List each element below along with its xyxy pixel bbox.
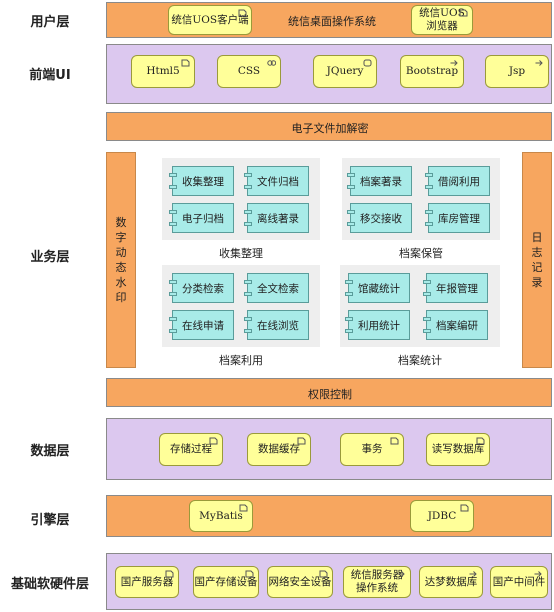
arrow-icon (450, 60, 458, 66)
frontend-item-html5: Html5 (131, 55, 195, 88)
frontend-item-jquery: JQuery (313, 55, 377, 88)
log-bar-label: 日志记录 (531, 231, 543, 289)
artifact-icon (390, 437, 399, 445)
interface-icon (267, 60, 276, 66)
data-item-rw-database: 读写数据库 (426, 433, 490, 466)
frontend-layer-band: Html5 CSS JQuery Bootstrap Jsp (106, 44, 552, 104)
group-collect: 收集整理 文件归档 电子归档 离线著录 (162, 158, 320, 240)
engine-item-mybatis: MyBatis (189, 500, 253, 532)
component-box: 库房管理 (425, 203, 490, 233)
component-box: 移交接收 (347, 203, 412, 233)
component-box: 离线著录 (244, 203, 309, 233)
user-item-uos-browser: 统信UOS 浏览器 (411, 5, 473, 35)
permission-bar-label: 权限控制 (308, 388, 352, 401)
layer-label-engine: 引擎层 (30, 513, 70, 528)
watermark-bar-label: 数字动态水印 (115, 216, 127, 304)
frontend-item-bootstrap: Bootstrap (400, 55, 464, 88)
component-box: 档案著录 (347, 166, 412, 196)
arrow-icon (535, 60, 543, 66)
component-box: 电子归档 (169, 203, 234, 233)
arrow-icon (469, 571, 477, 577)
component-box: 利用统计 (345, 310, 410, 340)
artifact-icon (297, 437, 306, 445)
layer-label-frontend: 前端UI (29, 68, 71, 83)
data-item-transaction: 事务 (340, 433, 404, 466)
component-box: 收集整理 (169, 166, 234, 196)
engine-item-jdbc: JDBC (410, 500, 474, 532)
group-label-statistics: 档案统计 (398, 354, 442, 367)
data-layer-band: 存储过程 数据缓存 事务 读写数据库 (106, 418, 552, 480)
group-storage: 档案著录 借阅利用 移交接收 库房管理 (342, 158, 500, 240)
hardware-item-storage: 国产存储设备 (193, 566, 259, 598)
component-box: 文件归档 (244, 166, 309, 196)
artifact-icon (181, 59, 190, 67)
group-label-collect: 收集整理 (219, 247, 263, 260)
hardware-layer-band: 国产服务器 国产存储设备 网络安全设备 统信服务器 操作系统 达梦数据库 国产中… (106, 553, 552, 610)
permission-bar: 权限控制 (106, 378, 552, 407)
layer-label-user: 用户层 (30, 15, 70, 30)
arrow-icon (397, 571, 405, 577)
artifact-icon (239, 504, 248, 512)
frontend-item-css: CSS (217, 55, 281, 88)
component-box: 分类检索 (169, 273, 234, 303)
component-box: 年报管理 (423, 273, 488, 303)
hardware-item-middleware: 国产中间件 (490, 566, 548, 598)
arrow-icon (534, 571, 542, 577)
component-box: 档案编研 (423, 310, 488, 340)
group-statistics: 馆藏统计 年报管理 利用统计 档案编研 (340, 265, 500, 347)
user-layer-band: 统信桌面操作系统 统信UOS客户端 统信UOS 浏览器 (106, 2, 552, 38)
component-box: 在线浏览 (244, 310, 309, 340)
component-box: 馆藏统计 (345, 273, 410, 303)
component-box: 在线申请 (169, 310, 234, 340)
group-label-utilize: 档案利用 (219, 354, 263, 367)
artifact-icon (238, 9, 247, 17)
layer-label-hardware: 基础软硬件层 (10, 577, 89, 592)
component-box: 借阅利用 (425, 166, 490, 196)
artifact-icon (459, 9, 468, 17)
log-bar: 日志记录 (522, 152, 552, 368)
hardware-item-uos-server-os: 统信服务器 操作系统 (343, 566, 411, 598)
data-item-cache: 数据缓存 (247, 433, 311, 466)
component-box: 全文检索 (244, 273, 309, 303)
layer-label-business: 业务层 (30, 250, 70, 265)
artifact-icon (209, 437, 218, 445)
artifact-icon (460, 504, 469, 512)
artifact-icon (476, 437, 485, 445)
engine-layer-band: MyBatis JDBC (106, 495, 552, 537)
hardware-item-network-security: 网络安全设备 (267, 566, 333, 598)
group-utilize: 分类检索 全文检索 在线申请 在线浏览 (162, 265, 320, 347)
layer-label-data: 数据层 (30, 444, 70, 459)
frontend-item-jsp: Jsp (485, 55, 549, 88)
component-icon (363, 59, 372, 67)
hardware-item-server: 国产服务器 (115, 566, 179, 598)
user-item-uos-client: 统信UOS客户端 (168, 5, 252, 35)
data-item-stored-procedure: 存储过程 (159, 433, 223, 466)
group-label-storage: 档案保管 (399, 247, 443, 260)
artifact-icon (319, 570, 328, 578)
hardware-item-dameng-db: 达梦数据库 (419, 566, 483, 598)
encrypt-bar-label: 电子文件加解密 (291, 122, 369, 135)
artifact-icon (165, 570, 174, 578)
encrypt-bar: 电子文件加解密 (106, 112, 552, 141)
watermark-bar: 数字动态水印 (106, 152, 136, 368)
artifact-icon (245, 570, 254, 578)
user-band-title: 统信桌面操作系统 (288, 15, 376, 28)
